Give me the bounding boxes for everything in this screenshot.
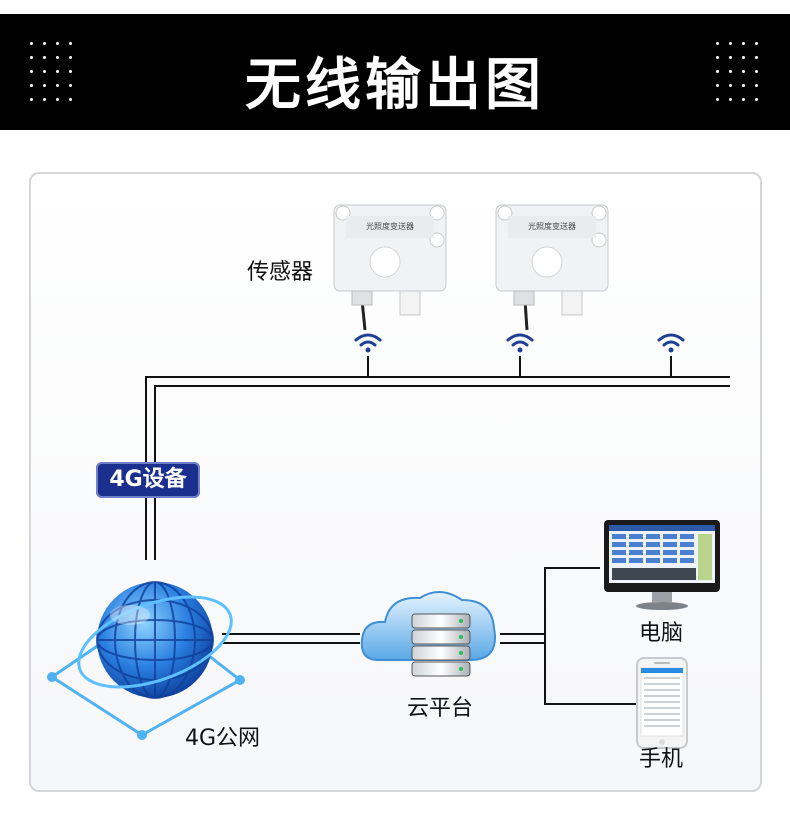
decorative-dot (69, 70, 72, 73)
decorative-dot (742, 56, 745, 59)
decorative-dot (716, 42, 719, 45)
decorative-dot (716, 70, 719, 73)
decorative-dot (755, 84, 758, 87)
decorative-dot (56, 70, 59, 73)
decorative-dot (742, 98, 745, 101)
decorative-dot (69, 42, 72, 45)
decorative-dot (69, 98, 72, 101)
decorative-dot (729, 56, 732, 59)
decorative-dot (30, 56, 33, 59)
decorative-dot (69, 84, 72, 87)
decorative-dot (742, 70, 745, 73)
decorative-dot (755, 98, 758, 101)
decorative-dot (716, 84, 719, 87)
monitor-icon (604, 520, 720, 610)
cloud-database-icon (360, 591, 496, 677)
decorative-dot (30, 42, 33, 45)
decorative-dot (56, 42, 59, 45)
sensor-label: 传感器 (247, 260, 314, 285)
sensor-device-text-1: 光照度变送器 (366, 222, 414, 231)
sensor-device-2 (495, 204, 609, 316)
decorative-dot (43, 98, 46, 101)
decorative-dot (755, 70, 758, 73)
decorative-dot (755, 56, 758, 59)
decorative-dot (729, 98, 732, 101)
sensor-device-text-2: 光照度变送器 (528, 222, 576, 231)
decorative-dot (716, 98, 719, 101)
decorative-dot (43, 84, 46, 87)
device-badge: 4G设备 (96, 462, 200, 498)
decorative-dot (716, 56, 719, 59)
decorative-dot (56, 84, 59, 87)
decorative-dot (729, 42, 732, 45)
decorative-dot (56, 56, 59, 59)
decorative-dot (30, 70, 33, 73)
cloud-label: 云平台 (407, 696, 474, 721)
decorative-dot (742, 84, 745, 87)
decorative-dot (30, 98, 33, 101)
decorative-dot (755, 42, 758, 45)
wifi-icon (354, 333, 382, 353)
smartphone-icon (636, 657, 688, 749)
decorative-dots-right (716, 42, 772, 112)
decorative-dot (742, 42, 745, 45)
decorative-dot (56, 98, 59, 101)
sensor-device-1 (333, 204, 447, 316)
decorative-dot (43, 56, 46, 59)
decorative-dot (43, 42, 46, 45)
decorative-dot (30, 84, 33, 87)
globe-icon (47, 581, 245, 740)
decorative-dot (43, 70, 46, 73)
decorative-dot (729, 70, 732, 73)
phone-label: 手机 (639, 747, 684, 772)
decorative-dot (729, 84, 732, 87)
header-banner: 无线输出图 (0, 14, 790, 130)
wifi-icon (506, 333, 534, 353)
wifi-icon (657, 333, 685, 353)
decorative-dots-left (30, 42, 86, 112)
network-label: 4G公网 (185, 726, 261, 751)
decorative-dot (69, 56, 72, 59)
computer-label: 电脑 (639, 621, 684, 646)
page-title: 无线输出图 (245, 53, 545, 118)
